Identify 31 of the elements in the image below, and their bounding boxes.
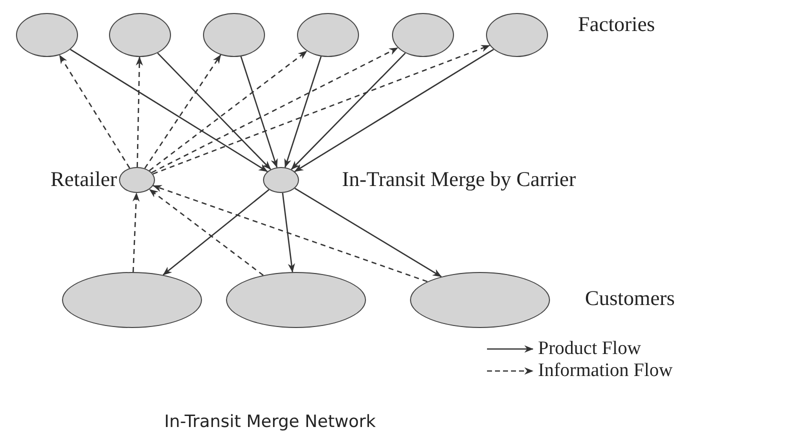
arrow — [290, 52, 406, 170]
arrow — [162, 189, 270, 276]
node-caption: Retailer — [50, 169, 117, 190]
arrow — [294, 48, 494, 172]
arrow — [149, 50, 308, 172]
arrow — [136, 56, 143, 168]
arrow — [240, 56, 278, 168]
group-label: Customers — [585, 288, 675, 309]
arrow — [152, 185, 428, 282]
node-ellipse — [16, 13, 78, 57]
arrow — [284, 56, 322, 168]
node-caption: In-Transit Merge by Carrier — [342, 169, 576, 190]
arrow — [149, 188, 264, 276]
arrow — [132, 192, 140, 272]
arrow — [152, 44, 490, 175]
node-ellipse — [486, 13, 548, 57]
arrow — [294, 188, 442, 278]
legend-text: Product Flow — [538, 339, 641, 358]
legend-text: Information Flow — [538, 361, 673, 380]
node-ellipse — [297, 13, 359, 57]
arrow — [151, 47, 398, 174]
arrow — [282, 192, 296, 272]
arrow — [157, 52, 272, 170]
node-ellipse — [392, 13, 454, 57]
arrow — [144, 54, 222, 169]
group-label: Factories — [578, 14, 655, 35]
caption: In-Transit Merge Network — [163, 412, 377, 432]
node-circle — [119, 167, 155, 193]
arrow — [70, 48, 268, 172]
node-circle — [263, 167, 299, 193]
arrow — [58, 54, 130, 168]
